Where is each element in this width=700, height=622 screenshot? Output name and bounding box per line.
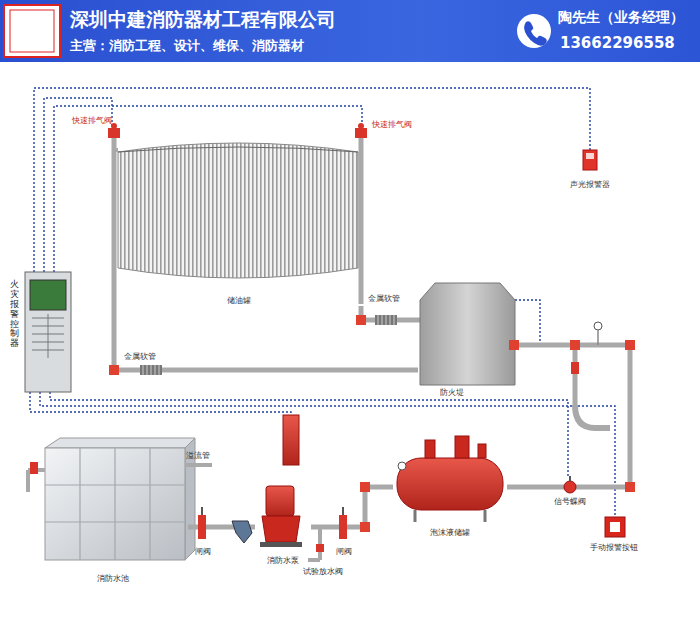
pipe-connector xyxy=(311,487,393,527)
company-title: 深圳中建消防器材工程有限公司 xyxy=(70,8,336,31)
tank-leg xyxy=(359,138,364,304)
node-label: 储油罐 xyxy=(227,296,251,306)
hose-rib xyxy=(378,315,394,325)
y-strainer xyxy=(232,521,252,543)
pressure-gauge xyxy=(594,322,602,330)
vent-valve xyxy=(108,128,120,138)
pipe-elbows xyxy=(109,315,635,532)
phone-icon xyxy=(517,14,551,48)
test-drain-pipe xyxy=(308,558,320,562)
tank-roof xyxy=(118,147,358,152)
manual-alarm-button xyxy=(605,517,625,537)
button-face xyxy=(610,522,620,532)
part-label: 防火堤 xyxy=(440,388,464,398)
node-label: 消防水池 xyxy=(97,574,129,584)
part-label: 试验放水阀 xyxy=(303,567,343,577)
logo-frame xyxy=(10,10,54,52)
test-valve xyxy=(316,544,324,552)
foam-fitting xyxy=(425,440,435,458)
alarm-lens xyxy=(586,153,594,159)
water-pool xyxy=(45,448,185,560)
metal-hose xyxy=(140,365,162,375)
gauge-stem xyxy=(597,330,599,345)
phone-number: 13662296558 xyxy=(560,34,675,52)
part-label: 声光报警器 xyxy=(570,180,610,190)
part-label: 金属软管 xyxy=(368,294,400,304)
tank-leg xyxy=(112,138,117,370)
part-label: 信号蝶阀 xyxy=(554,497,586,507)
water-pool-node: 消防水池 xyxy=(38,436,188,584)
node-label: 泡沫液储罐 xyxy=(430,528,470,538)
foam-tank xyxy=(397,458,503,510)
part-label: 快速排气阀 xyxy=(372,120,412,130)
signal-butterfly-valve xyxy=(564,481,576,493)
foam-legs xyxy=(415,510,485,522)
logo xyxy=(4,5,60,57)
pipe xyxy=(573,345,578,405)
alarm-control-panel xyxy=(25,272,71,392)
vent-valve xyxy=(355,128,367,138)
part-label: 溢流管 xyxy=(186,451,210,461)
pump-control-box xyxy=(283,415,299,465)
node-label: 消防水泵 xyxy=(267,556,299,566)
overflow-pipe xyxy=(185,463,212,467)
panel-lines xyxy=(32,314,64,358)
fire-dike xyxy=(420,283,515,385)
oil-tank xyxy=(118,143,358,278)
foam-fitting xyxy=(455,436,469,458)
part-label: 快速排气阀 xyxy=(72,116,112,126)
foam-maker xyxy=(575,405,610,428)
part-label: 手动报警按钮 xyxy=(590,543,638,553)
gate-valve xyxy=(198,515,206,539)
pipe xyxy=(114,148,118,152)
oil-tank-node: 储油罐 xyxy=(112,132,366,306)
pressure-gauge xyxy=(398,462,406,470)
pump-motor xyxy=(266,486,294,516)
hose-rib xyxy=(143,365,159,375)
valve-stem xyxy=(201,507,203,515)
foam-tank-node: 泡沫液储罐 xyxy=(393,430,507,538)
pipe xyxy=(26,470,30,492)
part-label: 闸阀 xyxy=(195,547,211,557)
pool-panel-lines xyxy=(45,448,185,560)
contact-name: 陶先生（业务经理） xyxy=(558,9,684,26)
part-label: 金属软管 xyxy=(124,352,156,362)
part-label: 闸阀 xyxy=(336,547,352,557)
outlet-valve xyxy=(30,462,38,474)
valve-stem xyxy=(569,476,571,481)
business-scope: 主营：消防工程、设计、维保、消防器材 xyxy=(70,38,304,54)
pump-body xyxy=(262,516,300,542)
foam-fitting xyxy=(478,444,486,458)
valve-stem xyxy=(342,507,344,515)
panel-display xyxy=(30,280,66,310)
sound-light-alarm xyxy=(583,150,597,170)
fire-pump-node: 消防水泵 xyxy=(255,482,311,566)
pump-base xyxy=(260,542,302,547)
metal-hose xyxy=(375,315,397,325)
vent-valve-cap xyxy=(358,123,364,129)
pool-top xyxy=(45,438,195,448)
foam-valve xyxy=(571,362,579,374)
phone-glyph xyxy=(524,21,547,45)
gate-valve xyxy=(339,515,347,539)
test-drain-pipe xyxy=(318,527,322,560)
node-label: 火灾报警控制器 xyxy=(10,280,19,349)
control-panel-node: 火灾报警控制器 xyxy=(8,268,74,396)
